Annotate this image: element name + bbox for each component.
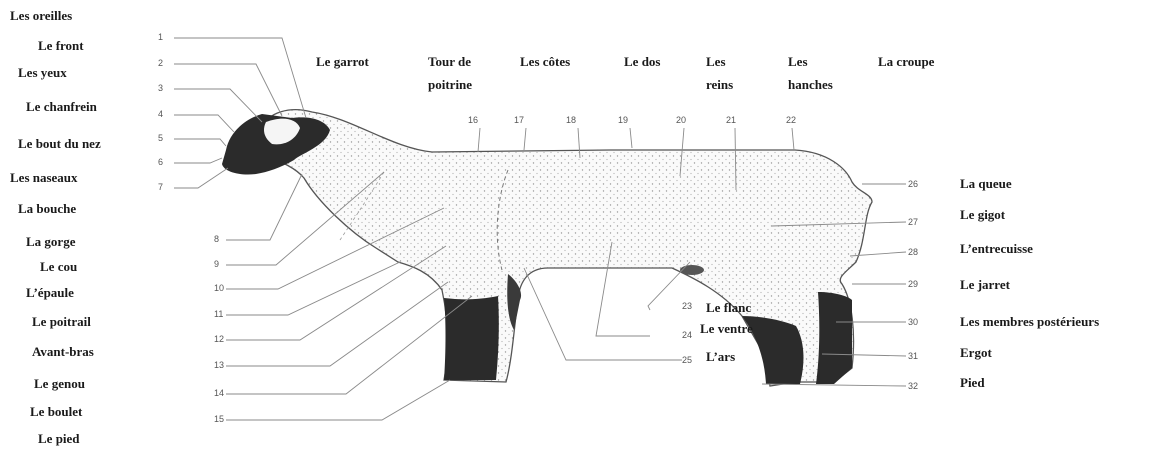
number-marker-24: 24 [682,331,692,340]
number-marker-31: 31 [908,352,918,361]
label-les-membres-posterieurs: Les membres postérieurs [960,315,1099,328]
label-les-naseaux: Les naseaux [10,171,78,184]
label-le-chanfrein: Le chanfrein [26,100,97,113]
number-marker-10: 10 [214,284,224,293]
label-le-garrot: Le garrot [316,55,369,68]
label-le-cou: Le cou [40,260,77,273]
number-marker-32: 32 [908,382,918,391]
label-le-jarret: Le jarret [960,278,1010,291]
label-l-epaule: L’épaule [26,286,74,299]
label-avant-bras: Avant-bras [32,345,94,358]
number-marker-19: 19 [618,116,628,125]
front-leg-left [444,296,499,380]
number-marker-20: 20 [676,116,686,125]
number-marker-21: 21 [726,116,736,125]
label-le-pied: Le pied [38,432,80,445]
label-les-cotes: Les côtes [520,55,570,68]
number-marker-5: 5 [158,134,163,143]
number-marker-8: 8 [214,235,219,244]
number-marker-27: 27 [908,218,918,227]
label-l-ars: L’ars [706,350,735,363]
label-le-ventre: Le ventre [700,322,753,335]
udder-shadow [680,265,704,275]
label-le-flanc: Le flanc [706,301,751,314]
number-marker-13: 13 [214,361,224,370]
number-marker-11: 11 [214,310,223,319]
number-marker-14: 14 [214,389,224,398]
number-marker-29: 29 [908,280,918,289]
label-les-reins-line2: reins [706,78,733,91]
number-marker-23: 23 [682,302,692,311]
label-tour-de-poitrine-line2: poitrine [428,78,472,91]
label-l-entrecuisse: L’entrecuisse [960,242,1033,255]
label-les-hanches-line1: Les [788,55,808,68]
number-marker-2: 2 [158,59,163,68]
label-le-gigot: Le gigot [960,208,1005,221]
number-marker-3: 3 [158,84,163,93]
label-la-queue: La queue [960,177,1012,190]
number-marker-16: 16 [468,116,478,125]
number-marker-17: 17 [514,116,524,125]
label-le-dos: Le dos [624,55,660,68]
label-la-bouche: La bouche [18,202,76,215]
label-pied: Pied [960,376,985,389]
label-le-genou: Le genou [34,377,85,390]
number-marker-12: 12 [214,335,224,344]
label-la-croupe: La croupe [878,55,934,68]
number-marker-30: 30 [908,318,918,327]
number-marker-7: 7 [158,183,163,192]
number-marker-25: 25 [682,356,692,365]
label-le-poitrail: Le poitrail [32,315,91,328]
number-marker-6: 6 [158,158,163,167]
number-marker-1: 1 [158,33,163,42]
label-la-gorge: La gorge [26,235,75,248]
label-ergot: Ergot [960,346,992,359]
label-les-oreilles: Les oreilles [10,9,72,22]
number-marker-4: 4 [158,110,163,119]
label-tour-de-poitrine-line1: Tour de [428,55,471,68]
label-les-reins-line1: Les [706,55,726,68]
label-le-bout-du-nez: Le bout du nez [18,137,101,150]
label-le-front: Le front [38,39,84,52]
label-les-hanches-line2: hanches [788,78,833,91]
number-marker-18: 18 [566,116,576,125]
label-le-boulet: Le boulet [30,405,82,418]
number-marker-28: 28 [908,248,918,257]
number-marker-26: 26 [908,180,918,189]
number-marker-9: 9 [214,260,219,269]
number-marker-15: 15 [214,415,224,424]
number-marker-22: 22 [786,116,796,125]
hind-leg-right [816,292,852,384]
label-les-yeux: Les yeux [18,66,67,79]
